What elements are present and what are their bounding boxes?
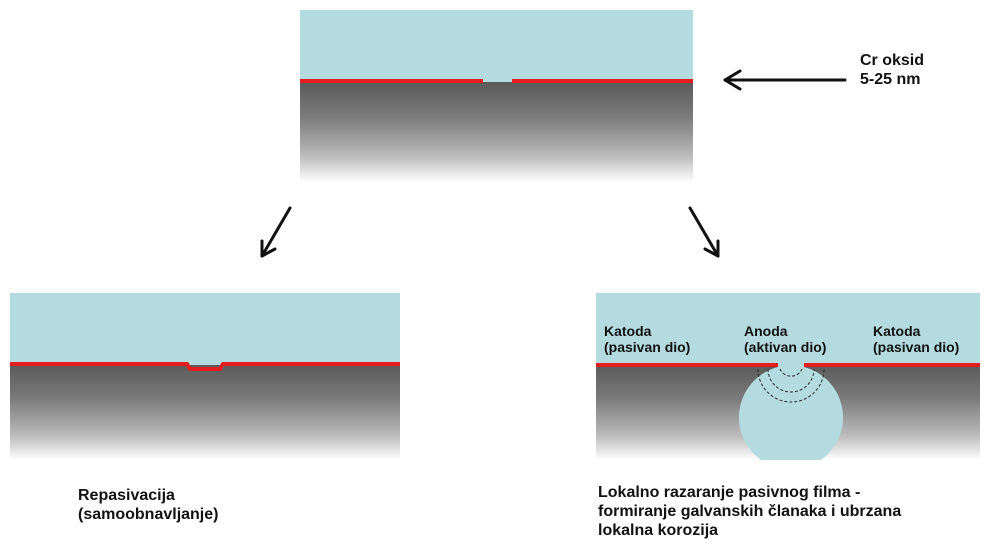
katoda-right-label: Katoda (pasivan dio): [873, 323, 959, 355]
passive-film-right: [512, 79, 693, 83]
corrosion-pit: [739, 355, 843, 460]
film-label: Cr oksid 5-25 nm: [860, 51, 924, 89]
katoda-right-line2: (pasivan dio): [873, 339, 960, 355]
left-caption: Repasivacija (samoobnavljanje): [78, 486, 218, 524]
right-caption: Lokalno razaranje pasivnog filma - formi…: [598, 483, 901, 540]
katoda-left-line1: Katoda: [604, 323, 652, 339]
metal-substrate: [10, 365, 400, 460]
solution-layer: [10, 293, 400, 365]
solution-layer: [596, 293, 980, 365]
solution-layer: [300, 10, 693, 82]
right-caption-line2: formiranje galvanskih članaka i ubrzana: [598, 503, 902, 520]
passive-film-right: [804, 363, 980, 367]
anoda-line2: (aktivan dio): [744, 339, 827, 355]
right-caption-line1: Lokalno razaranje pasivnog filma -: [598, 484, 861, 501]
katoda-right-line1: Katoda: [873, 323, 921, 339]
anoda-label: Anoda (aktivan dio): [744, 323, 826, 355]
arrow-down-left: [260, 206, 292, 258]
arrow-down-right: [688, 206, 720, 258]
left-caption-line1: Repasivacija: [78, 487, 175, 504]
right-caption-line3: lokalna korozija: [598, 522, 719, 539]
top-panel: [300, 10, 693, 182]
passive-film-left: [300, 79, 483, 83]
katoda-left-label: Katoda (pasivan dio): [604, 323, 690, 355]
right-panel: Katoda (pasivan dio) Anoda (aktivan dio)…: [596, 293, 980, 460]
metal-substrate: [300, 82, 693, 182]
anoda-line1: Anoda: [744, 323, 788, 339]
repassivated-film: [10, 362, 400, 371]
passive-film-left: [596, 363, 778, 367]
left-panel: [10, 293, 400, 460]
film-label-line2: 5-25 nm: [860, 71, 921, 88]
left-caption-line2: (samoobnavljanje): [78, 506, 219, 523]
film-label-line1: Cr oksid: [860, 52, 925, 69]
katoda-left-line2: (pasivan dio): [604, 339, 691, 355]
film-pointer-arrow: [723, 69, 847, 91]
